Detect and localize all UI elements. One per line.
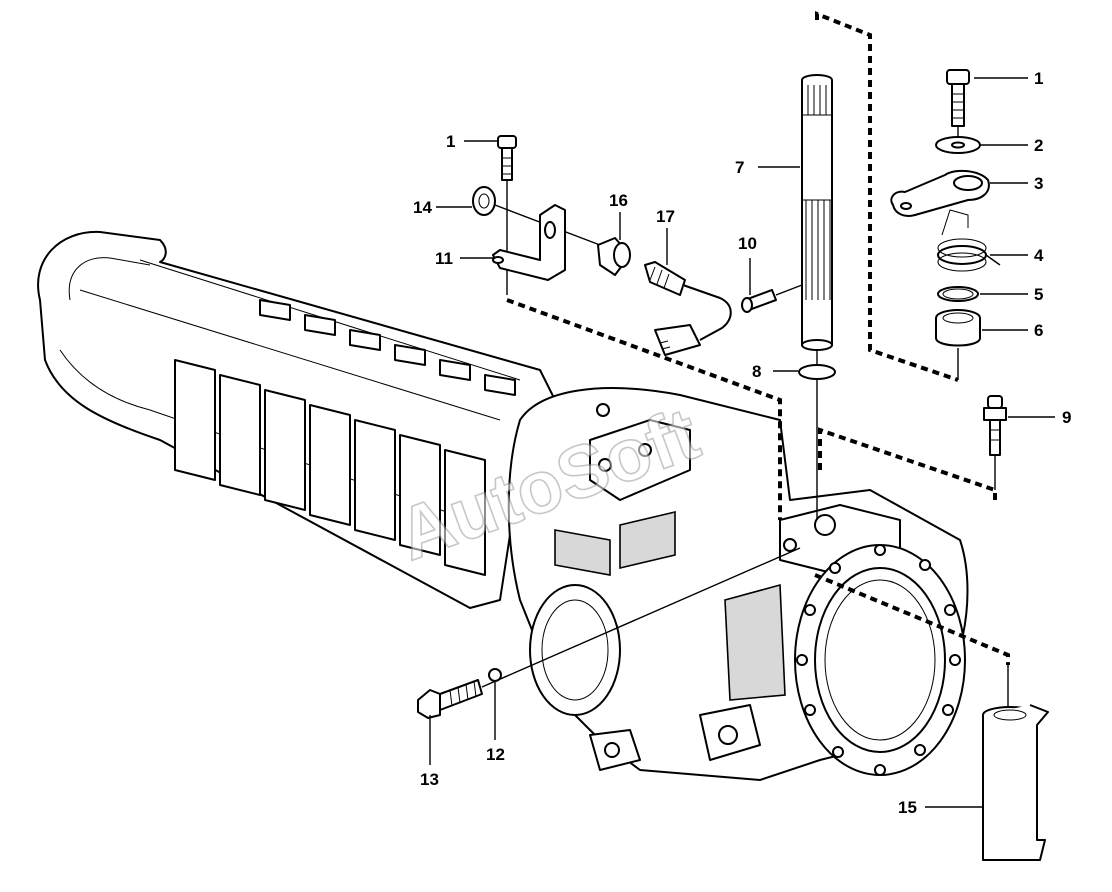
callout-9: 9 xyxy=(1062,408,1071,427)
callout-6: 6 xyxy=(1034,321,1043,340)
grease-fitting xyxy=(983,395,1007,490)
plug-12 xyxy=(488,668,502,682)
callout-14: 14 xyxy=(413,198,432,217)
callout-4: 4 xyxy=(1034,246,1044,265)
kingpin-shaft xyxy=(801,74,833,351)
axle-ribs xyxy=(174,299,516,576)
callout-13: 13 xyxy=(420,770,439,789)
callout-labels: 1 1 2 3 4 5 6 7 8 9 10 11 12 13 14 15 16… xyxy=(413,69,1071,817)
callout-5: 5 xyxy=(1034,285,1043,304)
pivot-pin xyxy=(982,665,1049,861)
callout-12: 12 xyxy=(486,745,505,764)
o-ring xyxy=(798,364,836,380)
callout-7: 7 xyxy=(735,158,744,177)
assembly-path-sensor xyxy=(506,298,782,520)
callout-8: 8 xyxy=(752,362,761,381)
callout-11: 11 xyxy=(435,249,453,268)
sensor-assembly xyxy=(472,135,803,356)
assembly-path-pin xyxy=(814,573,1010,665)
callout-17: 17 xyxy=(656,207,675,226)
callout-16: 16 xyxy=(609,191,628,210)
callout-2: 2 xyxy=(1034,136,1043,155)
bolt-13 xyxy=(417,547,801,719)
callout-3: 3 xyxy=(1034,174,1043,193)
callout-15: 15 xyxy=(898,798,917,817)
right-parts-stack xyxy=(890,69,1001,380)
leader-lines xyxy=(429,77,1055,808)
callout-1-right: 1 xyxy=(1034,69,1043,88)
assembly-path-shaft xyxy=(815,11,959,382)
callout-10: 10 xyxy=(738,234,757,253)
axle-tube xyxy=(37,230,561,609)
assembly-path-fitting xyxy=(818,427,997,500)
callout-1-left: 1 xyxy=(446,132,455,151)
hub-housing xyxy=(507,387,969,781)
